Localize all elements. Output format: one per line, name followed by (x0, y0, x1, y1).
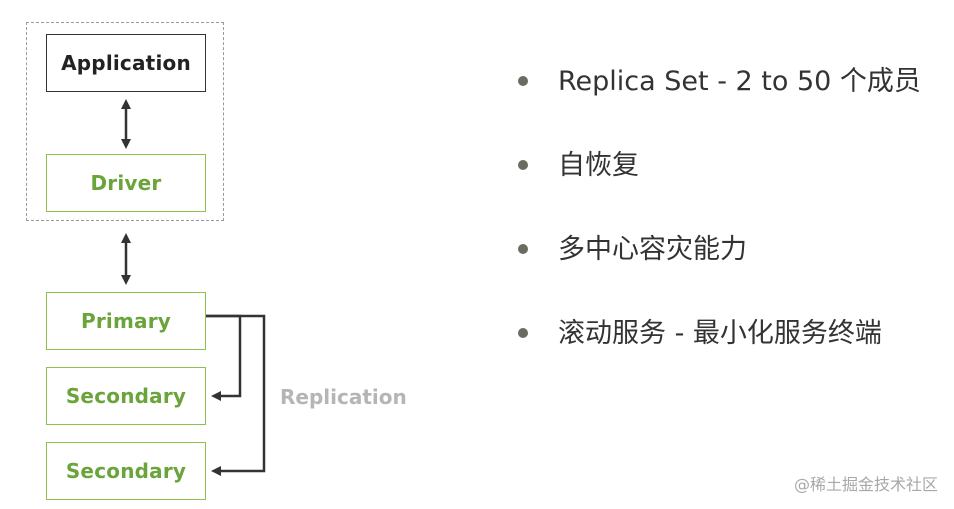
replication-arrow-secondary-2 (206, 314, 266, 476)
feature-item: 多中心容灾能力 (518, 228, 921, 312)
replication-arrow-secondary-1 (206, 314, 242, 401)
bullet-dot-icon (518, 244, 528, 254)
feature-text: 自恢复 (558, 150, 639, 181)
secondary-label-1: Secondary (65, 384, 187, 408)
feature-text: 滚动服务 - 最小化服务终端 (558, 318, 882, 349)
secondary-node-1: Secondary (46, 367, 206, 425)
primary-label: Primary (80, 309, 171, 333)
driver-node: Driver (46, 154, 206, 212)
feature-item: 滚动服务 - 最小化服务终端 (518, 312, 921, 396)
feature-text: Replica Set - 2 to 50 个成员 (558, 66, 921, 97)
watermark: @稀土掘金技术社区 (793, 475, 938, 494)
bullet-dot-icon (518, 76, 528, 86)
feature-text: 多中心容灾能力 (558, 234, 747, 265)
bullet-dot-icon (518, 328, 528, 338)
primary-node: Primary (46, 292, 206, 350)
bullet-dot-icon (518, 160, 528, 170)
feature-item: Replica Set - 2 to 50 个成员 (518, 60, 921, 144)
application-label: Application (61, 51, 191, 75)
secondary-node-2: Secondary (46, 442, 206, 500)
replication-label: Replication (280, 385, 407, 409)
driver-label: Driver (90, 171, 162, 195)
application-node: Application (46, 34, 206, 92)
feature-item: 自恢复 (518, 144, 921, 228)
feature-list: Replica Set - 2 to 50 个成员 自恢复 多中心容灾能力 滚动… (518, 60, 921, 396)
secondary-label-2: Secondary (65, 459, 187, 483)
client-group-boundary (26, 22, 224, 221)
